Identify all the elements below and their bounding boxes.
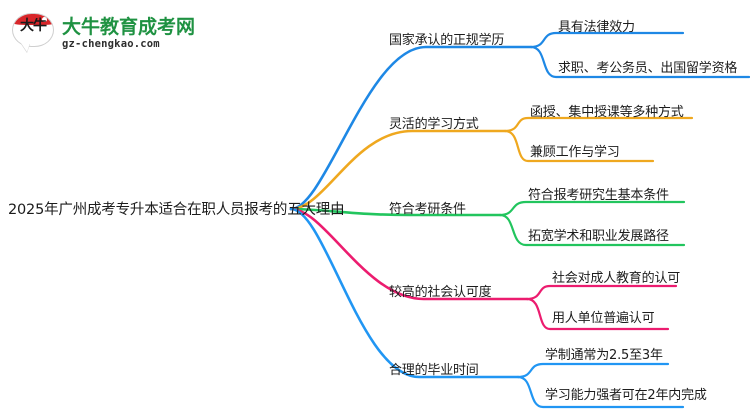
branch-1-label[interactable]: 国家承认的正规学历 <box>389 33 505 48</box>
branch-1-child-2-label[interactable]: 求职、考公务员、出国留学资格 <box>558 61 738 76</box>
branch-3-child-1-label[interactable]: 符合报考研究生基本条件 <box>528 188 669 203</box>
branch-2-label[interactable]: 灵活的学习方式 <box>389 117 479 132</box>
branch-3-child-2-label[interactable]: 拓宽学术和职业发展路径 <box>528 229 669 244</box>
branch-2-child-1-label[interactable]: 函授、集中授课等多种方式 <box>530 105 684 120</box>
logo-url: gz-chengkao.com <box>62 37 160 50</box>
branch-2-child-2-label[interactable]: 兼顾工作与学习 <box>530 145 620 160</box>
root-node-label[interactable]: 2025年广州成考专升本适合在职人员报考的五大理由 <box>8 202 345 218</box>
branch-1-child-1-label[interactable]: 具有法律效力 <box>558 20 635 35</box>
branch-4-child-1-label[interactable]: 社会对成人教育的认可 <box>552 271 681 286</box>
logo-speech-bubble-icon: 大牛 <box>12 12 56 54</box>
branch-5-child-2-label[interactable]: 学习能力强者可在2年内完成 <box>545 388 707 403</box>
branch-5-child-1-label[interactable]: 学制通常为2.5至3年 <box>545 348 663 363</box>
logo-title: 大牛教育成考网 <box>62 15 196 38</box>
logo-mark-text: 大牛 <box>20 18 47 34</box>
branch-4-child-2-label[interactable]: 用人单位普遍认可 <box>552 311 655 326</box>
branch-5-label[interactable]: 合理的毕业时间 <box>389 363 479 378</box>
branch-3-label[interactable]: 符合考研条件 <box>389 202 466 217</box>
site-logo[interactable]: 大牛 大牛教育成考网 gz-chengkao.com <box>12 10 195 56</box>
branch-4-label[interactable]: 较高的社会认可度 <box>389 285 492 300</box>
